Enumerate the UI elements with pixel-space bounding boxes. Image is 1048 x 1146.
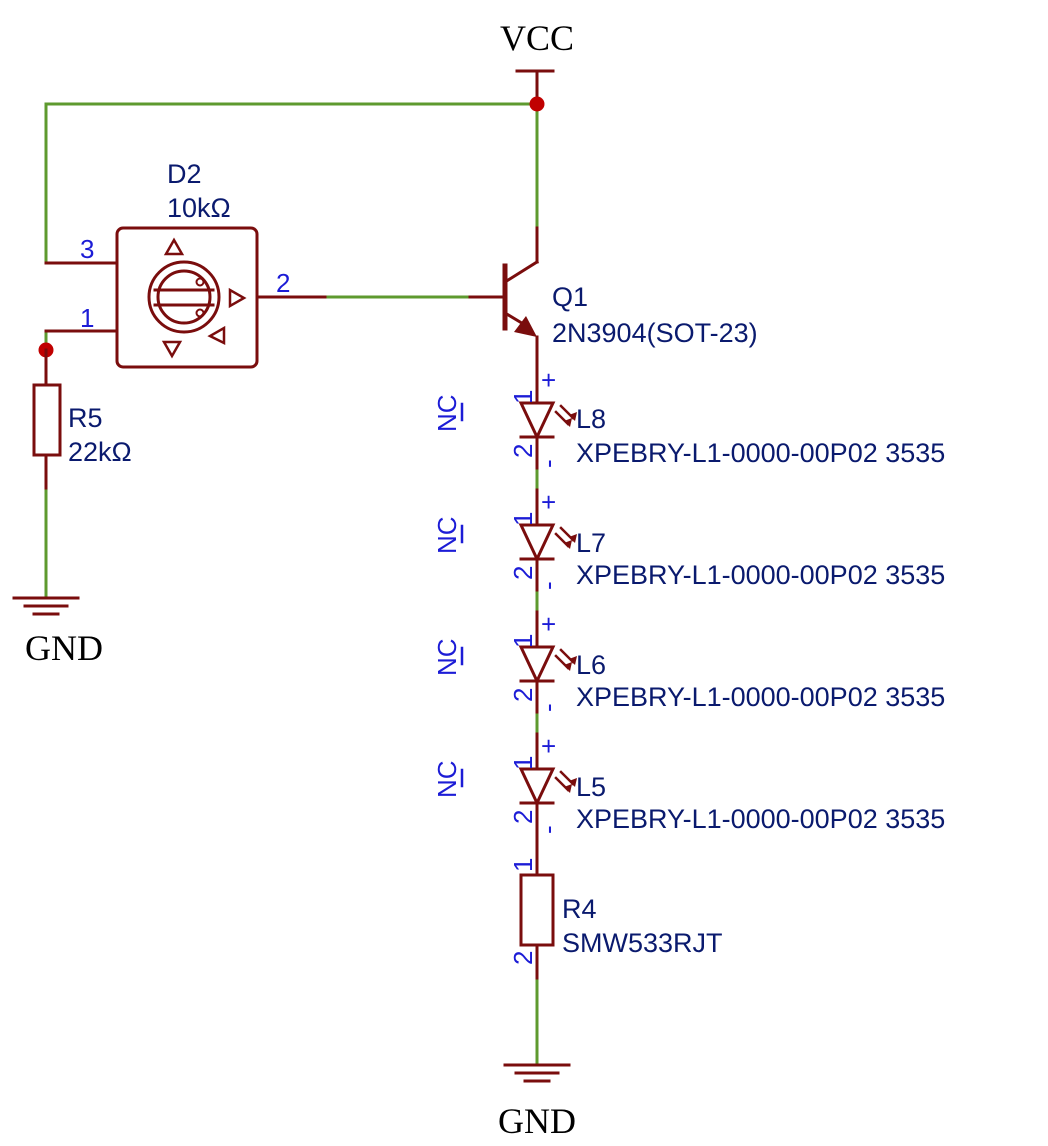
- gnd-right-label: GND: [498, 1101, 576, 1141]
- l6-plus: +: [541, 609, 556, 639]
- l6-ref: L6: [576, 650, 606, 680]
- l5-pin1: 1: [508, 756, 538, 770]
- r4-pin2: 2: [508, 951, 538, 965]
- r5-resistor: R5 22kΩ: [32, 348, 132, 490]
- l5-pin2: 2: [508, 810, 538, 824]
- d2-component: D2 10kΩ 3 1 2: [44, 159, 327, 369]
- l6-pin2: 2: [508, 688, 538, 702]
- l5-ref: L5: [576, 772, 606, 802]
- d2-pin2: 2: [276, 268, 290, 298]
- l7-pin2: 2: [508, 566, 538, 580]
- l7-nc-label: NC: [432, 516, 462, 554]
- l8-pin1: 1: [508, 390, 538, 404]
- l8-minus: -: [533, 459, 563, 468]
- q1-value: 2N3904(SOT-23): [552, 318, 758, 348]
- l5-value: XPEBRY-L1-0000-00P02 3535: [576, 804, 945, 834]
- led-l8: NC 1 2 + - L8 XPEBRY-L1-0000-00P02 3535: [432, 365, 945, 470]
- led-l6: NC 1 2 + - L6 XPEBRY-L1-0000-00P02 3535: [432, 609, 945, 714]
- l7-ref: L7: [576, 528, 606, 558]
- r4-resistor: 1 2 R4 SMW533RJT: [508, 858, 723, 980]
- d2-ref: D2: [167, 159, 202, 189]
- q1-transistor: Q1 2N3904(SOT-23): [468, 226, 758, 380]
- l8-pin2: 2: [508, 444, 538, 458]
- l8-value: XPEBRY-L1-0000-00P02 3535: [576, 438, 945, 468]
- d2-value: 10kΩ: [167, 193, 231, 223]
- vcc-junction: [529, 96, 545, 112]
- l7-plus: +: [541, 487, 556, 517]
- r4-pin1: 1: [508, 858, 538, 872]
- wires: [44, 102, 539, 1067]
- l6-value: XPEBRY-L1-0000-00P02 3535: [576, 682, 945, 712]
- l6-nc-label: NC: [432, 638, 462, 676]
- l5-plus: +: [541, 731, 556, 761]
- d2-pin3: 3: [80, 234, 94, 264]
- r4-value: SMW533RJT: [562, 928, 723, 958]
- q1-ref: Q1: [552, 282, 588, 312]
- led-l5: NC 1 2 + - L5 XPEBRY-L1-0000-00P02 3535: [432, 731, 945, 877]
- l7-minus: -: [533, 581, 563, 590]
- l6-pin1: 1: [508, 634, 538, 648]
- gnd-left-label: GND: [25, 628, 103, 668]
- l7-pin1: 1: [508, 512, 538, 526]
- gnd-right-symbol: GND: [498, 1063, 576, 1141]
- l5-nc-label: NC: [432, 760, 462, 798]
- l8-ref: L8: [576, 404, 606, 434]
- r5-value: 22kΩ: [68, 437, 132, 467]
- l8-nc-label: NC: [432, 394, 462, 432]
- l5-minus: -: [533, 825, 563, 834]
- gnd-left-symbol: GND: [12, 596, 103, 668]
- r4-ref: R4: [562, 894, 597, 924]
- l8-plus: +: [541, 365, 556, 395]
- vcc-symbol: VCC: [500, 18, 574, 106]
- l6-minus: -: [533, 703, 563, 712]
- led-l7: NC 1 2 + - L7 XPEBRY-L1-0000-00P02 3535: [432, 487, 945, 592]
- vcc-label: VCC: [500, 18, 574, 58]
- l7-value: XPEBRY-L1-0000-00P02 3535: [576, 560, 945, 590]
- r5-ref: R5: [68, 403, 103, 433]
- d2-pin1: 1: [80, 303, 94, 333]
